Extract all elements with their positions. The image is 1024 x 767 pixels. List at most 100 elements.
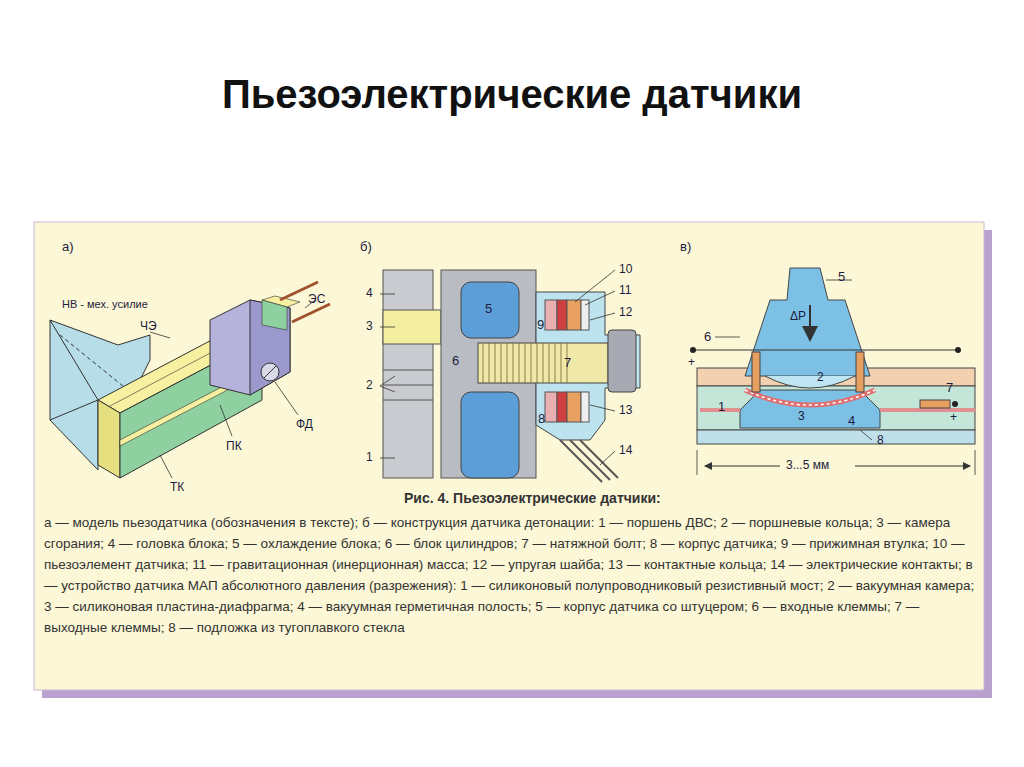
shape-rect (478, 343, 608, 383)
callout-number: 4 (366, 287, 373, 300)
shape-path (765, 376, 855, 388)
callout-number: 6 (452, 354, 459, 368)
callout-number: 11 (619, 284, 631, 297)
shape-line (264, 366, 276, 378)
callout-number: 2 (366, 379, 373, 392)
shape-rect (581, 392, 589, 422)
shape-polygon (262, 300, 287, 330)
shape-line (383, 400, 433, 401)
shape-line (220, 405, 232, 436)
shape-circle (952, 401, 958, 407)
callout-number: 7 (946, 381, 953, 395)
callout-number: 2 (817, 371, 824, 384)
shape-circle (690, 347, 696, 353)
callout-number: 13 (619, 404, 632, 417)
callout-number: 14 (619, 444, 632, 457)
pressure-symbol: ΔP (790, 310, 806, 323)
shape-rect (697, 430, 975, 444)
shape-rect (856, 352, 864, 392)
shape-rect (567, 300, 581, 330)
panel-letter: а) (62, 240, 74, 254)
panel-letter: б) (360, 240, 372, 254)
shape-rect (920, 400, 950, 408)
shape-line (855, 466, 970, 467)
shape-path (700, 408, 975, 412)
shape-line (560, 440, 602, 482)
figure-caption: Рис. 4. Пьезоэлектрические датчики: (404, 490, 661, 506)
shape-line (380, 386, 395, 392)
shape-line (590, 405, 615, 411)
shape-rect (461, 282, 519, 338)
part-label: ПК (226, 440, 242, 453)
callout-number: 5 (838, 270, 845, 284)
shape-rect (697, 386, 975, 430)
callout-number: 10 (619, 263, 632, 276)
shape-line (383, 385, 433, 386)
shape-polygon (250, 300, 290, 395)
shape-line (590, 313, 615, 320)
shape-line (292, 304, 330, 322)
callout-number: 7 (564, 356, 571, 370)
shape-line (383, 370, 433, 371)
shape-line (160, 455, 172, 478)
part-label: ТК (170, 481, 184, 494)
shape-g (380, 270, 615, 465)
shape-line (693, 350, 958, 351)
shape-line (275, 382, 298, 415)
shape-line (575, 270, 615, 302)
shape-polygon (98, 400, 120, 478)
shape-line (697, 450, 698, 475)
callout-number: 5 (485, 302, 492, 316)
shape-circle (261, 363, 279, 381)
shape-line (50, 320, 98, 400)
shape-rect (557, 392, 567, 422)
knock-sensor (380, 270, 640, 482)
dimension-label: 3...5 мм (786, 459, 829, 472)
shape-rect (608, 330, 636, 392)
shape-line (580, 440, 618, 478)
shape-line (50, 400, 98, 420)
panel-letter: в) (680, 240, 691, 254)
force-label: НВ - мех. усилие (62, 298, 148, 310)
shape-line (600, 451, 615, 465)
shape-rect (567, 392, 581, 422)
callout-number: 12 (619, 306, 632, 319)
shape-rect (545, 392, 557, 422)
shape-line (380, 376, 395, 386)
shape-line (715, 337, 740, 338)
shape-rect (557, 300, 567, 330)
shape-path (745, 268, 870, 376)
callout-number: 8 (538, 412, 545, 426)
callout-number: 6 (704, 330, 711, 344)
map-sensor (690, 268, 975, 475)
part-label: ЭС (308, 293, 325, 306)
shape-line (705, 466, 780, 467)
callout-number: 8 (877, 434, 884, 447)
callout-number: 1 (366, 451, 373, 464)
slide-title: Пьезоэлектрические датчики (0, 72, 1024, 117)
callout-number: 4 (848, 414, 855, 428)
shape-line (380, 458, 395, 459)
shape-rect (545, 300, 557, 330)
shape-line (585, 291, 615, 305)
piezo-model (50, 282, 330, 478)
shape-line (380, 327, 395, 328)
shape-rect (383, 270, 433, 478)
callout-number: 1 (718, 400, 725, 414)
shape-circle (955, 347, 961, 353)
shape-line (860, 430, 872, 440)
shape-line (975, 450, 976, 475)
polarity-sign: + (950, 411, 957, 424)
shape-rect (34, 222, 984, 690)
shape-polygon (210, 300, 290, 395)
caption-text: а — модель пьезодатчика (обозначения в т… (44, 512, 984, 638)
shape-line (570, 440, 610, 480)
callout-number: 3 (798, 410, 805, 423)
callout-number: 9 (537, 318, 544, 332)
shape-path (740, 390, 880, 428)
shape-rect (752, 352, 760, 392)
shape-line (380, 294, 395, 295)
part-label: ЧЭ (140, 320, 157, 333)
polarity-sign: + (688, 356, 695, 369)
